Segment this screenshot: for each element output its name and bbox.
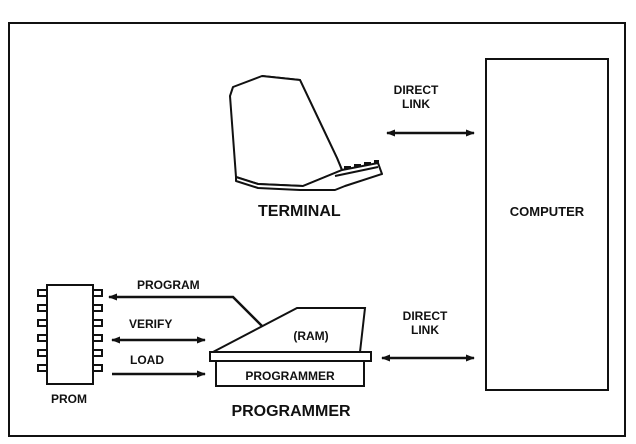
direct-link-top-label-2: LINK <box>402 97 430 111</box>
programmer-caption: PROGRAMMER <box>231 403 351 420</box>
prom-chip-icon <box>37 284 103 385</box>
programmer-device <box>209 307 372 387</box>
terminal-label: TERMINAL <box>258 203 341 220</box>
direct-link-top-label-1: DIRECT <box>394 83 439 97</box>
direct-link-bottom-label-2: LINK <box>411 323 439 337</box>
direct-link-bottom-label-1: DIRECT <box>403 309 448 323</box>
computer-box <box>485 58 609 391</box>
programmer-plate-label: PROGRAMMER <box>245 369 335 383</box>
prom-label: PROM <box>51 392 87 406</box>
program-arrow <box>108 293 263 327</box>
terminal-icon <box>229 75 383 191</box>
ram-label: (RAM) <box>293 329 328 343</box>
verify-label: VERIFY <box>129 317 172 331</box>
computer-label: COMPUTER <box>510 204 585 219</box>
load-label: LOAD <box>130 353 164 367</box>
outer-border <box>8 22 626 437</box>
program-label: PROGRAM <box>137 278 200 292</box>
